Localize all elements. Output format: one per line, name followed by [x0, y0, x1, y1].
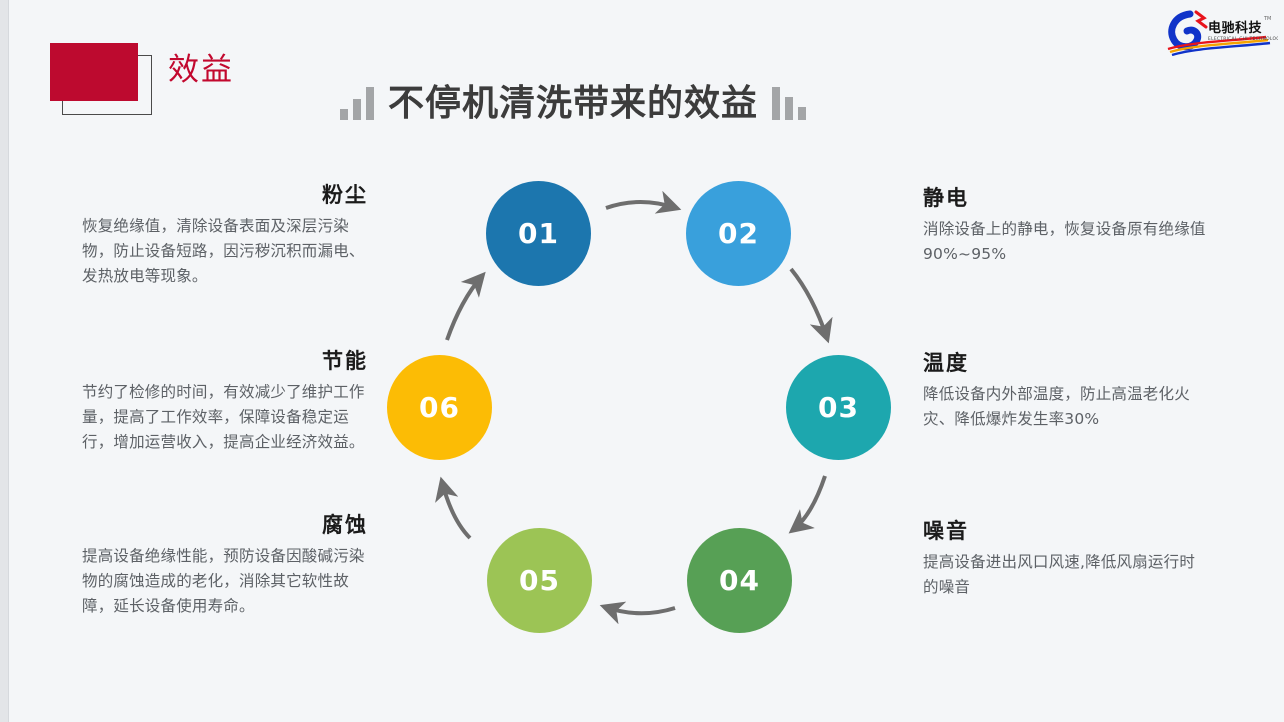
- arrow-03-to-04: [788, 475, 827, 534]
- step-text-dust: 粉尘 恢复绝缘值，清除设备表面及深层污染物，防止设备短路，因污秽沉积而漏电、发热…: [82, 182, 368, 289]
- step-title-energy-saving: 节能: [322, 349, 368, 373]
- step-title-dust: 粉尘: [322, 183, 368, 207]
- page-title: 不停机清洗带来的效益: [388, 83, 759, 124]
- left-edge-strip: [0, 0, 8, 722]
- badge-red-square: [50, 43, 138, 101]
- step-body-static-electricity: 消除设备上的静电，恢复设备原有绝缘值90%~95%: [923, 220, 1206, 263]
- step-body-energy-saving: 节约了检修的时间，有效减少了维护工作量，提高了工作效率，保障设备稳定运行，增加运…: [82, 383, 365, 451]
- badge-label: 效益: [168, 52, 234, 88]
- logo-trademark-text: TM: [1263, 16, 1271, 22]
- bar-chart-decor-left-icon: [340, 86, 374, 124]
- step-title-static-electricity: 静电: [923, 186, 969, 210]
- step-text-temperature: 温度 降低设备内外部温度，防止高温老化火灾、降低爆炸发生率30%: [923, 350, 1209, 432]
- arrow-05-to-06: [435, 476, 472, 540]
- step-text-energy-saving: 节能 节约了检修的时间，有效减少了维护工作量，提高了工作效率，保障设备稳定运行，…: [82, 348, 368, 455]
- arrow-02-to-03: [789, 267, 833, 344]
- step-body-temperature: 降低设备内外部温度，防止高温老化火灾、降低爆炸发生率30%: [923, 385, 1190, 428]
- step-body-dust: 恢复绝缘值，清除设备表面及深层污染物，防止设备短路，因污秽沉积而漏电、发热放电等…: [82, 217, 365, 285]
- step-title-temperature: 温度: [923, 351, 969, 375]
- logo-tagline-text: ELECTRICAL CHI TECHNOLOGY: [1208, 36, 1278, 42]
- step-circle-05[interactable]: 05: [487, 528, 592, 633]
- logo-name-text: 电驰科技: [1208, 20, 1263, 36]
- arrow-04-to-05: [599, 601, 676, 625]
- left-edge-divider: [8, 0, 9, 722]
- step-title-noise: 噪音: [923, 519, 969, 543]
- step-circle-04[interactable]: 04: [687, 528, 792, 633]
- company-logo: 电驰科技 ELECTRICAL CHI TECHNOLOGY TM: [1160, 4, 1282, 57]
- step-body-noise: 提高设备进出风口风速,降低风扇运行时的噪音: [923, 553, 1196, 596]
- section-badge: 效益: [50, 43, 250, 123]
- step-title-corrosion: 腐蚀: [322, 513, 368, 537]
- page-title-row: 不停机清洗带来的效益: [340, 68, 807, 124]
- arrow-01-to-02: [605, 190, 682, 214]
- step-circle-06[interactable]: 06: [387, 355, 492, 460]
- step-text-noise: 噪音 提高设备进出风口风速,降低风扇运行时的噪音: [923, 518, 1209, 600]
- step-circle-01[interactable]: 01: [486, 181, 591, 286]
- step-circle-02[interactable]: 02: [686, 181, 791, 286]
- step-text-corrosion: 腐蚀 提高设备绝缘性能，预防设备因酸碱污染物的腐蚀造成的老化，消除其它软性故障，…: [82, 512, 368, 619]
- step-text-static-electricity: 静电 消除设备上的静电，恢复设备原有绝缘值90%~95%: [923, 185, 1209, 267]
- bar-chart-decor-right-icon: [772, 86, 807, 124]
- step-circle-03[interactable]: 03: [786, 355, 891, 460]
- step-body-corrosion: 提高设备绝缘性能，预防设备因酸碱污染物的腐蚀造成的老化，消除其它软性故障，延长设…: [82, 547, 365, 615]
- arrow-06-to-01: [445, 271, 486, 341]
